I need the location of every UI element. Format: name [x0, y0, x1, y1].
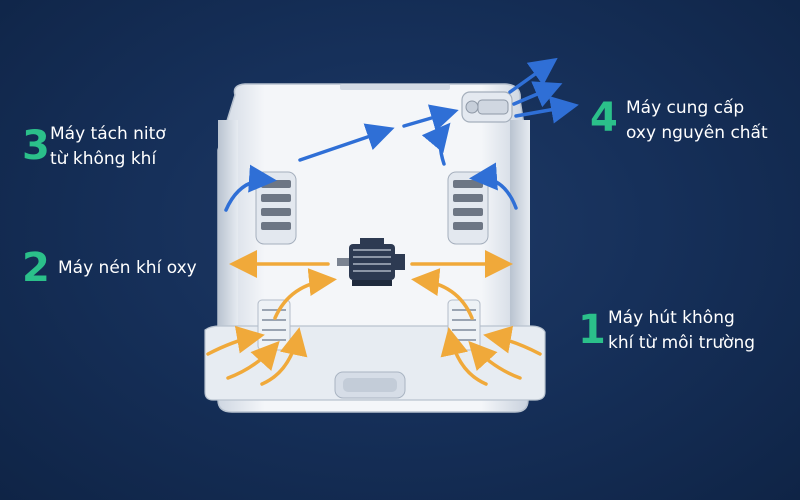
- label-text-line: từ không khí: [50, 149, 157, 169]
- label-text-line: Máy nén khí oxy: [58, 258, 197, 278]
- label-text-line: khí từ môi trường: [608, 333, 756, 353]
- label-text-line: Máy cung cấp: [626, 98, 745, 118]
- oxygen-outlet-nozzle: [461, 91, 513, 123]
- step-number-1: 1: [578, 307, 606, 353]
- label-text-line: Máy tách nitơ: [50, 124, 166, 144]
- intake-arrows: [206, 250, 542, 386]
- oxygen-flow-arrows: [224, 57, 579, 212]
- step-number-4: 4: [590, 95, 618, 141]
- vent-top-right: [447, 171, 489, 245]
- vent-bottom-left: [257, 299, 291, 351]
- compressor-motor-icon: [337, 238, 405, 286]
- label-text-line: oxy nguyên chất: [626, 123, 768, 143]
- step-number-3: 3: [22, 123, 50, 169]
- step-number-2: 2: [22, 245, 50, 291]
- label-text-line: Máy hút không: [608, 308, 735, 328]
- vent-top-left: [255, 171, 297, 245]
